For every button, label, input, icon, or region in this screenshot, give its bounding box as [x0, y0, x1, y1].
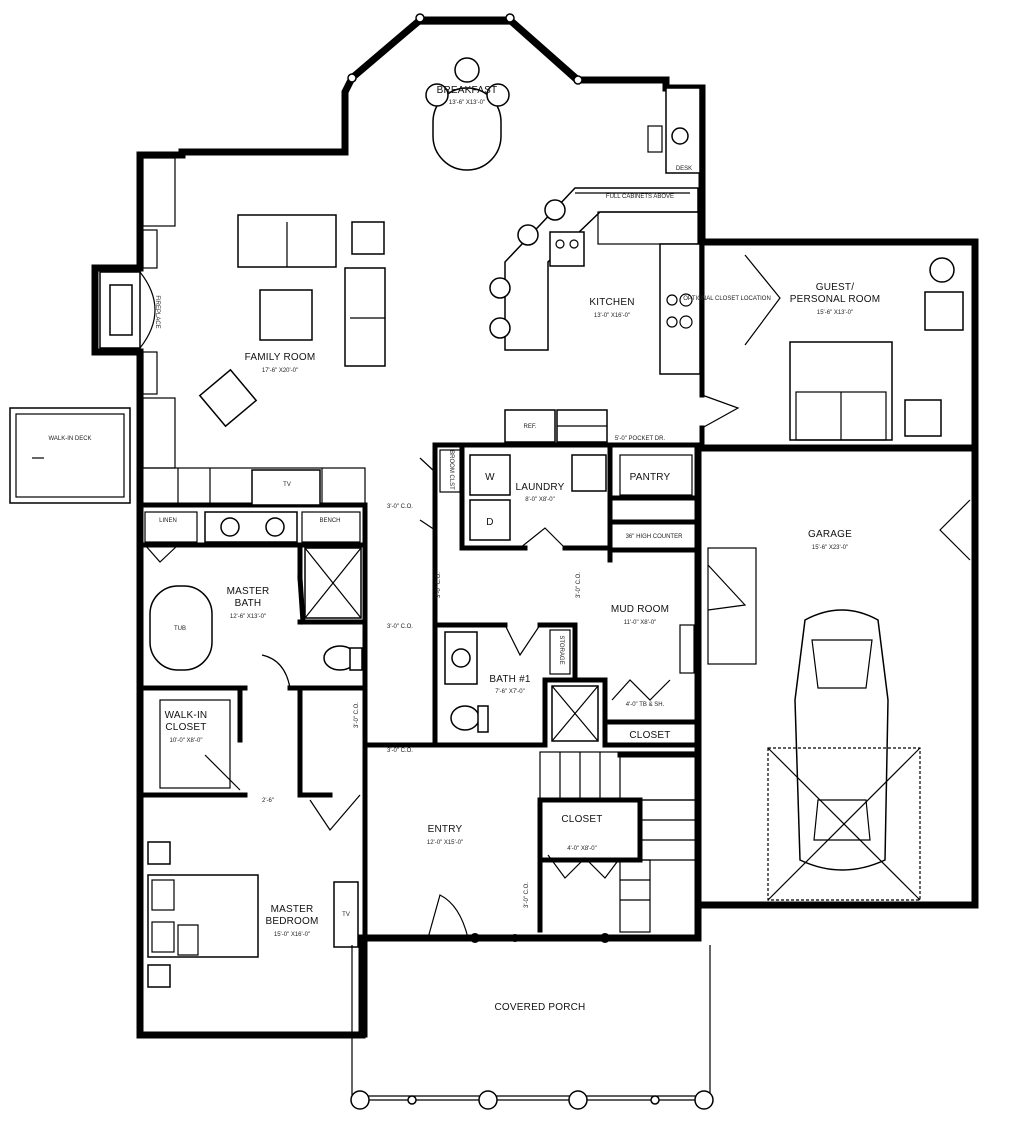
mud-closet-note: 4'-0" TB & SH. [626, 702, 665, 708]
svg-text:3'-0" C.O.: 3'-0" C.O. [387, 748, 413, 754]
guest-furniture: OPTIONAL CLOSET LOCATION [683, 254, 964, 441]
svg-text:TV: TV [283, 482, 291, 488]
room-name-pantry: PANTRY [630, 472, 671, 483]
room-name-walkin-1: WALK-IN [165, 710, 208, 721]
svg-text:BENCH: BENCH [319, 518, 340, 524]
room-name-master-bed-2: BEDROOM [265, 916, 318, 927]
room-dim-garage: 15'-6" X23'-0" [812, 545, 848, 551]
family-furniture: TV [139, 214, 386, 506]
room-dim-entry: 12'-0" X15'-0" [427, 840, 463, 846]
room-name-mud: MUD ROOM [611, 604, 669, 615]
room-name-garage: GARAGE [808, 529, 852, 540]
room-name-master-bath-1: MASTER [227, 586, 270, 597]
room-dim-master-bath: 12'-6" X13'-0" [230, 614, 266, 620]
breakfast-table [425, 57, 510, 171]
svg-text:3'-0" C.O.: 3'-0" C.O. [387, 504, 413, 510]
svg-text:3'-0" C.O.: 3'-0" C.O. [354, 702, 360, 728]
svg-text:2'-6": 2'-6" [262, 798, 274, 804]
fireplace: FIREPLACE [99, 271, 160, 349]
garage-step [707, 547, 757, 665]
svg-text:TV: TV [342, 912, 350, 918]
staircase [539, 751, 697, 933]
room-name-entry: ENTRY [428, 824, 463, 835]
svg-text:FIREPLACE: FIREPLACE [154, 295, 160, 328]
door-swings [144, 394, 747, 831]
svg-text:REF.: REF. [523, 424, 536, 430]
room-dim-closet-entry: 4'-0" X8'-0" [567, 846, 597, 852]
room-name-kitchen: KITCHEN [589, 297, 634, 308]
room-name-master-bed-1: MASTER [271, 904, 314, 915]
room-dim-family: 17'-6" X20'-0" [262, 368, 298, 374]
room-name-family: FAMILY ROOM [245, 352, 316, 363]
garage-side-door [939, 499, 971, 561]
room-name-closet-entry: CLOSET [561, 814, 602, 825]
svg-text:W: W [485, 472, 495, 483]
room-name-bath1: BATH #1 [489, 674, 530, 685]
car [767, 609, 921, 901]
svg-text:LINEN: LINEN [159, 518, 177, 524]
room-dim-laundry: 8'-0" X8'-0" [525, 497, 555, 503]
interior-walls [137, 239, 705, 1038]
refrigerator: REF. [504, 409, 608, 443]
walk-in-shelf [159, 699, 231, 789]
closet-doors [547, 854, 621, 879]
room-name-laundry: LAUNDRY [515, 482, 564, 493]
svg-text:3'-0" C.O.: 3'-0" C.O. [524, 882, 530, 908]
counter-note: 36" HIGH COUNTER [626, 534, 683, 540]
svg-text:5'-0" POCKET DR.: 5'-0" POCKET DR. [615, 436, 666, 442]
dimension-notes: 3'-0" C.O. 3'-0" C.O. 3'-0" C.O. 3'-0" C… [262, 436, 665, 908]
svg-text:3'-0" C.O.: 3'-0" C.O. [436, 572, 442, 598]
room-name-master-bath-2: BATH [235, 598, 262, 609]
room-name-breakfast: BREAKFAST [437, 85, 498, 96]
room-dim-bath1: 7'-6" X7'-0" [495, 689, 525, 695]
room-name-guest-1: GUEST/ [816, 282, 854, 293]
room-name-closet-mud: CLOSET [629, 730, 670, 741]
svg-text:DESK: DESK [676, 166, 692, 172]
outdoor-deck: WALK-IN DECK [9, 407, 131, 504]
room-dim-mud: 11'-0" X8'-0" [624, 620, 656, 626]
room-name-walkin-2: CLOSET [165, 722, 206, 733]
room-name-covered-porch: COVERED PORCH [495, 1002, 586, 1013]
svg-text:FULL CABINETS ABOVE: FULL CABINETS ABOVE [606, 194, 674, 200]
bath1-fixtures: STORAGE [444, 629, 599, 742]
laundry-fixtures: W D BROOM CLST [439, 449, 693, 541]
room-name-guest-2: PERSONAL ROOM [790, 294, 881, 305]
family-windows [142, 157, 176, 469]
master-bath-fixtures: LINEN BENCH TUB [144, 511, 363, 671]
svg-text:3'-0" C.O.: 3'-0" C.O. [387, 624, 413, 630]
svg-text:OPTIONAL CLOSET LOCATION: OPTIONAL CLOSET LOCATION [683, 296, 771, 302]
svg-text:STORAGE: STORAGE [558, 635, 564, 664]
master-bed: TV [147, 841, 359, 988]
room-dim-breakfast: 13'-6" X13'-0" [449, 100, 485, 106]
svg-text:WALK-IN DECK: WALK-IN DECK [48, 436, 91, 442]
mud-bench [679, 624, 695, 674]
room-dim-kitchen: 13'-0" X16'-0" [594, 313, 630, 319]
room-dim-walkin: 10'-0" X8'-0" [170, 738, 203, 744]
room-dim-guest: 15'-6" X13'-0" [817, 310, 853, 316]
svg-text:BROOM CLST: BROOM CLST [448, 450, 454, 490]
room-dim-master-bed: 15'-0" X16'-0" [274, 932, 310, 938]
svg-text:D: D [486, 517, 493, 528]
svg-text:3'-0" C.O.: 3'-0" C.O. [576, 572, 582, 598]
desk: DESK [647, 87, 701, 174]
covered-porch [350, 933, 714, 1110]
svg-text:TUB: TUB [174, 626, 186, 632]
kitchen-island: FULL CABINETS ABOVE [489, 187, 701, 375]
breakfast-bay [347, 13, 583, 85]
front-door [427, 894, 469, 939]
